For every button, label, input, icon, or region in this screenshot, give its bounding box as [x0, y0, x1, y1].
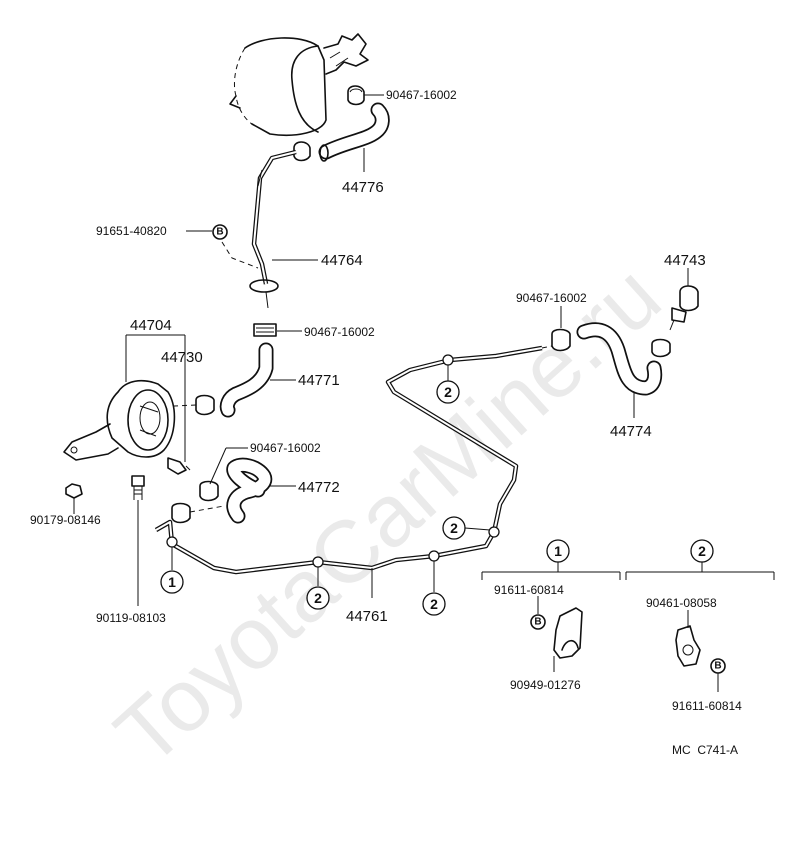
label-d2-bolt: 91611-60814 — [672, 699, 742, 713]
hose-44774 — [576, 322, 663, 418]
svg-text:2: 2 — [314, 590, 322, 606]
svg-text:2: 2 — [444, 384, 452, 400]
label-bolt-b-left: 91651-40820 — [96, 224, 167, 238]
label-check-valve: 44743 — [664, 252, 706, 269]
svg-text:1: 1 — [168, 574, 176, 590]
detail-2: 2 B — [625, 539, 775, 692]
callout-2-d: 2 — [436, 365, 460, 404]
clamp-lower — [171, 447, 248, 524]
svg-text:B: B — [216, 227, 223, 238]
check-valve-44743 — [669, 268, 699, 331]
pipe-44764 — [249, 149, 318, 309]
diagram-code: MC C741-A — [672, 743, 738, 757]
callout-1-left: 1 — [160, 547, 184, 594]
hose-44776 — [293, 102, 390, 172]
valve-44730 — [167, 457, 191, 475]
detail-1: 1 B — [481, 539, 621, 672]
clip-points — [166, 354, 500, 568]
label-d1-clamp: 90949-01276 — [510, 678, 581, 692]
svg-text:2: 2 — [698, 543, 706, 559]
label-pipe-44764: 44764 — [321, 252, 363, 269]
vacuum-reservoir — [229, 33, 369, 137]
callout-2-b: 2 — [422, 561, 446, 616]
label-d1-bolt: 91611-60814 — [494, 583, 564, 597]
label-nut: 90179-08146 — [30, 513, 101, 527]
svg-text:B: B — [714, 661, 721, 672]
label-hose-44776: 44776 — [342, 179, 384, 196]
label-pipe-44761: 44761 — [346, 608, 388, 625]
pipe-44761 — [154, 345, 553, 598]
label-bolt: 90119-08103 — [96, 611, 166, 625]
label-d2-clamp: 90461-08058 — [646, 596, 717, 610]
clamp-pump — [173, 394, 215, 416]
bolt-b-left: B — [186, 224, 259, 269]
label-clamp-mid: 90467-16002 — [304, 325, 375, 339]
clamp-right — [551, 306, 571, 352]
label-hose-44772: 44772 — [298, 479, 340, 496]
hose-44771 — [219, 342, 296, 418]
label-hose-44774: 44774 — [610, 423, 652, 440]
bolt — [131, 475, 145, 606]
clamp-top — [347, 85, 384, 106]
callout-2-a: 2 — [306, 567, 330, 610]
hose-44772 — [226, 457, 296, 524]
label-clamp-lower: 90467-16002 — [250, 441, 321, 455]
label-valve-44730: 44730 — [161, 349, 203, 366]
svg-text:1: 1 — [554, 543, 562, 559]
callout-2-c: 2 — [442, 516, 491, 540]
clamp-mid — [253, 323, 302, 337]
clamp-check — [651, 338, 671, 358]
svg-text:2: 2 — [430, 596, 438, 612]
label-clamp-top: 90467-16002 — [386, 88, 457, 102]
label-clamp-right: 90467-16002 — [516, 291, 587, 305]
nut — [65, 483, 83, 514]
svg-text:2: 2 — [450, 520, 458, 536]
svg-text:B: B — [534, 617, 541, 628]
pump-assembly — [63, 334, 186, 462]
label-pump-44704: 44704 — [130, 317, 172, 334]
label-hose-44771: 44771 — [298, 372, 340, 389]
